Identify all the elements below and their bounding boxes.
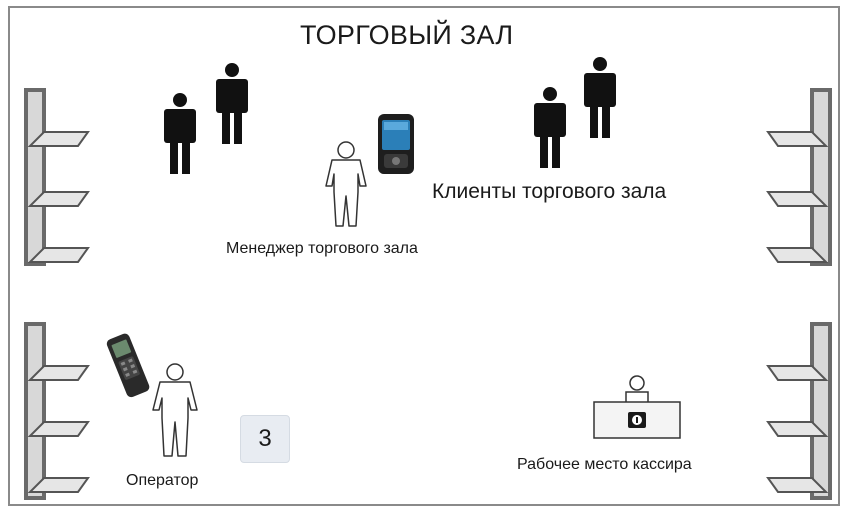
client-person-icon xyxy=(534,87,566,168)
diagram-title: ТОРГОВЫЙ ЗАЛ xyxy=(300,20,514,50)
shelf-rack-icon xyxy=(24,322,90,500)
client-person-icon xyxy=(216,63,248,144)
cashier-desk-icon xyxy=(593,375,681,439)
manager-person-icon xyxy=(325,141,367,227)
operator-person-icon xyxy=(152,363,198,457)
cashier-label: Рабочее место кассира xyxy=(517,456,692,473)
client-person-icon xyxy=(584,57,616,138)
clients-label: Клиенты торгового зала xyxy=(432,180,667,203)
zone-badge: 3 xyxy=(240,415,290,463)
hall-boundary xyxy=(8,6,840,506)
shelf-rack-icon xyxy=(24,88,90,266)
barcode-scanner-icon xyxy=(106,333,150,398)
operator-label: Оператор xyxy=(126,472,199,489)
pda-device-icon xyxy=(378,114,414,174)
shelf-rack-icon xyxy=(766,88,832,266)
shelf-rack-icon xyxy=(766,322,832,500)
manager-label: Менеджер торгового зала xyxy=(226,240,418,257)
client-person-icon xyxy=(164,93,196,174)
